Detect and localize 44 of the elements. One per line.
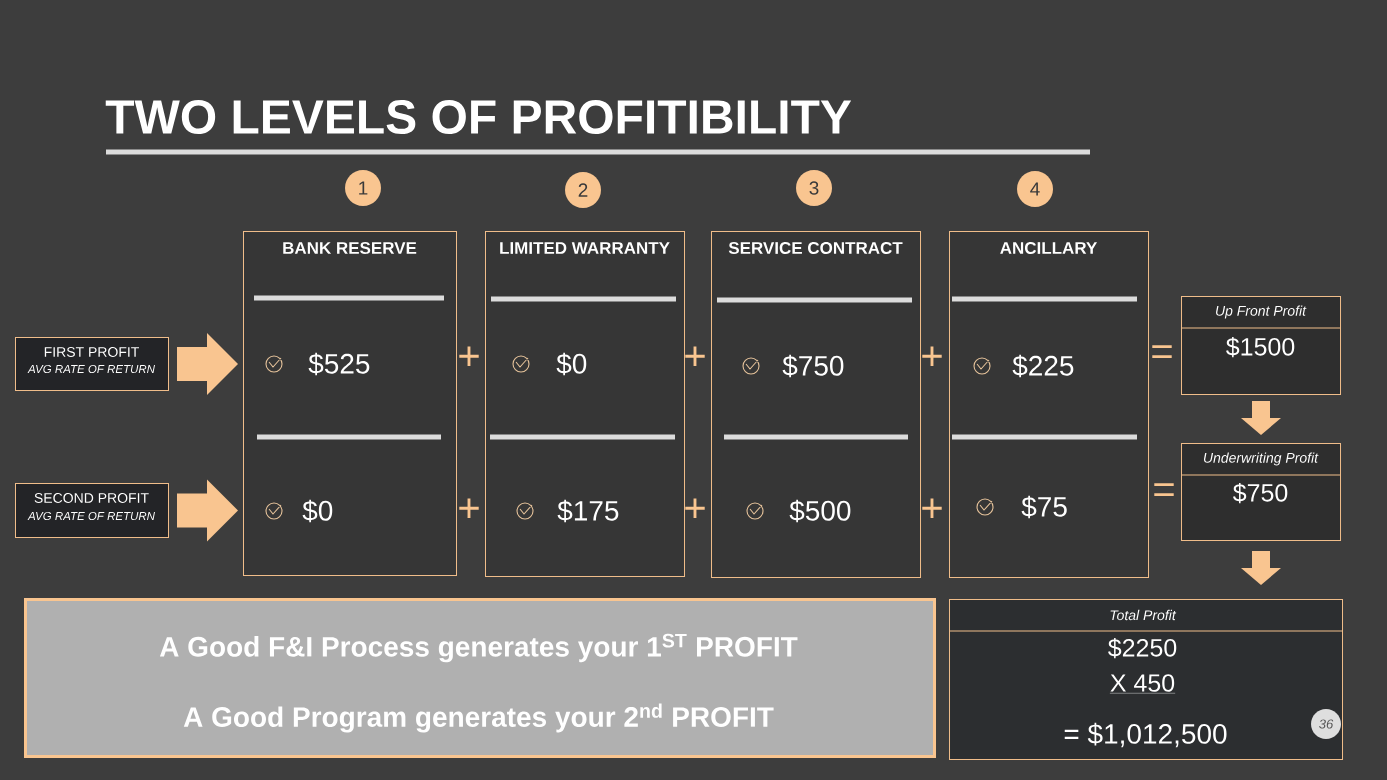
result-heading: Up Front Profit [1216, 305, 1307, 319]
total-amount: = $1,012,500 [1064, 722, 1227, 748]
plus-sign: + [459, 498, 479, 519]
rate-label: AVG RATE OF RETURN [27, 511, 155, 521]
plus-sign: + [922, 498, 942, 519]
amount-text: $2250 [1108, 637, 1177, 659]
number-badge: 1 [345, 170, 381, 206]
total-heading: Total Profit [1110, 609, 1177, 621]
amount-text: $525 [308, 352, 370, 376]
multiplier-text: X 450 [1109, 674, 1176, 694]
number-badge: 3 [796, 170, 832, 206]
amount-text: $75 [1021, 495, 1067, 519]
column-heading: LIMITED WARRANTY [500, 242, 670, 254]
column-heading: ANCILLARY [1000, 242, 1098, 255]
profit-label: FIRST PROFIT [44, 347, 139, 357]
amount-text: $750 [782, 354, 844, 378]
plus-sign: + [685, 346, 705, 367]
block-arrow [1241, 401, 1281, 435]
plus-sign: + [685, 498, 705, 519]
statement-text: A Good Program generates your 2$^{nd}$ PROFIT [183, 703, 774, 733]
amount-text: $0 [302, 499, 333, 523]
amount-text: $1500 [1226, 336, 1295, 358]
amount-text: $0 [556, 352, 587, 376]
block-arrow [177, 479, 238, 542]
rate-label: AVG RATE OF RETURN [27, 364, 155, 374]
result-heading: Underwriting Profit [1204, 452, 1319, 466]
number-badge: 2 [565, 172, 601, 208]
column-heading: BANK RESERVE [283, 242, 417, 255]
slide-title: TWO LEVELS OF PROFITIBILITY [105, 100, 852, 134]
statement-text: A Good F&I Process generates your 1$^{ST}$ PROFIT [159, 633, 798, 663]
block-arrow [1241, 551, 1281, 585]
amount-text: $175 [557, 499, 619, 523]
number-badge: 4 [1017, 171, 1053, 207]
column-heading: SERVICE CONTRACT [728, 242, 903, 255]
amount-text: $225 [1012, 354, 1074, 378]
equals-sign: = [1154, 483, 1174, 497]
equals-sign: = [1152, 345, 1172, 359]
plus-sign: + [922, 346, 942, 367]
page-number: 36 [1311, 709, 1341, 739]
amount-text: $500 [789, 499, 851, 523]
profit-label: SECOND PROFIT [34, 493, 149, 503]
amount-text: $750 [1232, 482, 1288, 504]
plus-sign: + [459, 346, 479, 367]
block-arrow [177, 333, 238, 395]
